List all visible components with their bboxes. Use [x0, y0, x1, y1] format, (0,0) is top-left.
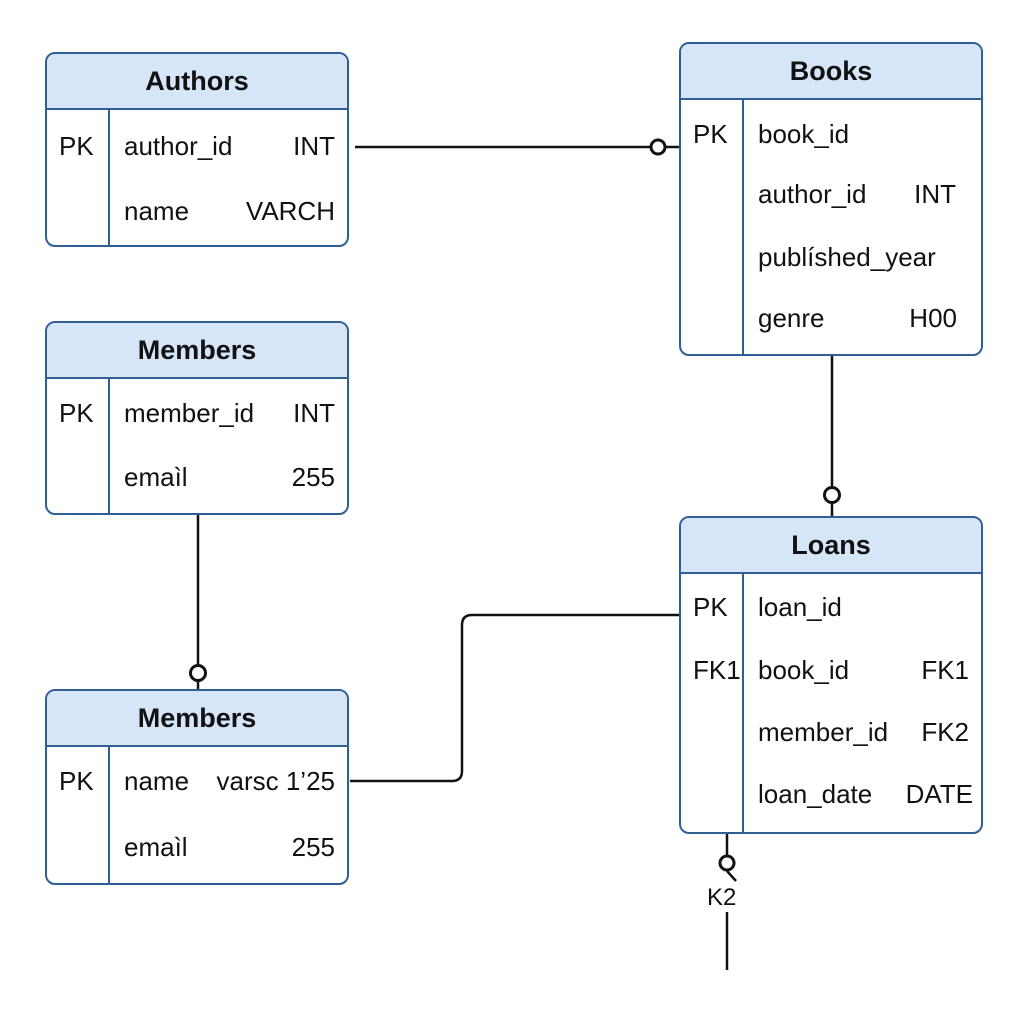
attribute-type: INT: [293, 131, 335, 161]
attribute-name: author_id: [124, 131, 233, 161]
key-column-divider: [108, 747, 110, 883]
entity-title: Loans: [681, 518, 981, 574]
entity-body: PK author_id INT name VARCH: [47, 110, 347, 245]
attribute-row[interactable]: PK loan_id: [681, 589, 981, 625]
attribute-name: member_id: [758, 717, 889, 747]
attribute-name: author_id: [758, 179, 867, 209]
attribute-row[interactable]: genre H00: [681, 300, 981, 336]
optional-marker-books-loans: [823, 486, 841, 504]
attribute-type: FK2: [921, 717, 969, 747]
attribute-row[interactable]: FK1 book_id FK1: [681, 652, 981, 688]
entity-members-top[interactable]: Members PK member_id INT emaìl 255: [45, 321, 349, 515]
optional-marker-loans-down: [718, 854, 736, 872]
attribute-row[interactable]: emaìl 255: [47, 459, 347, 495]
entity-body: PK loan_id FK1 book_id FK1 member_id FK2…: [681, 574, 981, 832]
attribute-row[interactable]: PK member_id INT: [47, 395, 347, 431]
relationship-label-loans-down: K2: [707, 884, 737, 911]
entity-title: Authors: [47, 54, 347, 110]
attribute-row[interactable]: PK name varsc 1’25: [47, 763, 347, 799]
entity-books[interactable]: Books PK book_id author_id INT publíshed…: [679, 42, 983, 356]
attribute-type: INT: [293, 398, 335, 428]
attribute-type: 255: [291, 832, 335, 862]
attribute-row[interactable]: loan_date DATE: [681, 776, 981, 812]
entity-body: PK book_id author_id INT publíshed_year …: [681, 100, 981, 354]
attribute-key: PK: [693, 119, 728, 149]
attribute-row[interactable]: PK author_id INT: [47, 128, 347, 164]
attribute-row[interactable]: PK book_id: [681, 116, 981, 152]
attribute-name: emaìl: [124, 462, 188, 492]
entity-loans[interactable]: Loans PK loan_id FK1 book_id FK1 member_…: [679, 516, 983, 834]
optional-marker-members-members: [189, 664, 207, 682]
attribute-type: H00: [909, 303, 957, 333]
attribute-row[interactable]: publíshed_year: [681, 239, 981, 275]
attribute-name: emaìl: [124, 832, 188, 862]
entity-title: Books: [681, 44, 981, 100]
attribute-type: VARCH: [245, 196, 335, 226]
attribute-name: name: [124, 196, 190, 226]
attribute-name: loan_id: [758, 592, 842, 622]
attribute-type: FK1: [921, 655, 969, 685]
entity-title: Members: [47, 691, 347, 747]
attribute-type: varsc 1’25: [216, 766, 336, 796]
key-column-divider: [108, 379, 110, 513]
attribute-key: FK1: [693, 655, 741, 685]
attribute-name: genre: [758, 303, 825, 333]
attribute-key: PK: [59, 766, 94, 796]
relationship-line-loans-down-tick: [726, 870, 737, 882]
attribute-row[interactable]: author_id INT: [681, 176, 981, 212]
attribute-type: 255: [291, 462, 335, 492]
entity-title: Members: [47, 323, 347, 379]
key-column-divider: [742, 100, 744, 354]
entity-body: PK name varsc 1’25 emaìl 255: [47, 747, 347, 883]
attribute-name: book_id: [758, 119, 850, 149]
key-column-divider: [108, 110, 110, 245]
attribute-key: PK: [59, 398, 94, 428]
attribute-name: member_id: [124, 398, 255, 428]
attribute-key: PK: [59, 131, 94, 161]
attribute-type: DATE: [905, 779, 973, 809]
relationship-line-members-loans: [350, 613, 680, 783]
attribute-key: PK: [693, 592, 728, 622]
entity-authors[interactable]: Authors PK author_id INT name VARCH: [45, 52, 349, 247]
attribute-row[interactable]: name VARCH: [47, 193, 347, 229]
entity-body: PK member_id INT emaìl 255: [47, 379, 347, 513]
attribute-name: loan_date: [758, 779, 873, 809]
attribute-row[interactable]: member_id FK2: [681, 714, 981, 750]
attribute-name: name: [124, 766, 190, 796]
entity-members-bottom[interactable]: Members PK name varsc 1’25 emaìl 255: [45, 689, 349, 885]
attribute-row[interactable]: emaìl 255: [47, 829, 347, 865]
attribute-name: book_id: [758, 655, 850, 685]
key-column-divider: [742, 574, 744, 832]
attribute-type: INT: [914, 179, 956, 209]
attribute-name: publíshed_year: [758, 242, 936, 272]
optional-marker-authors-books: [649, 138, 667, 156]
